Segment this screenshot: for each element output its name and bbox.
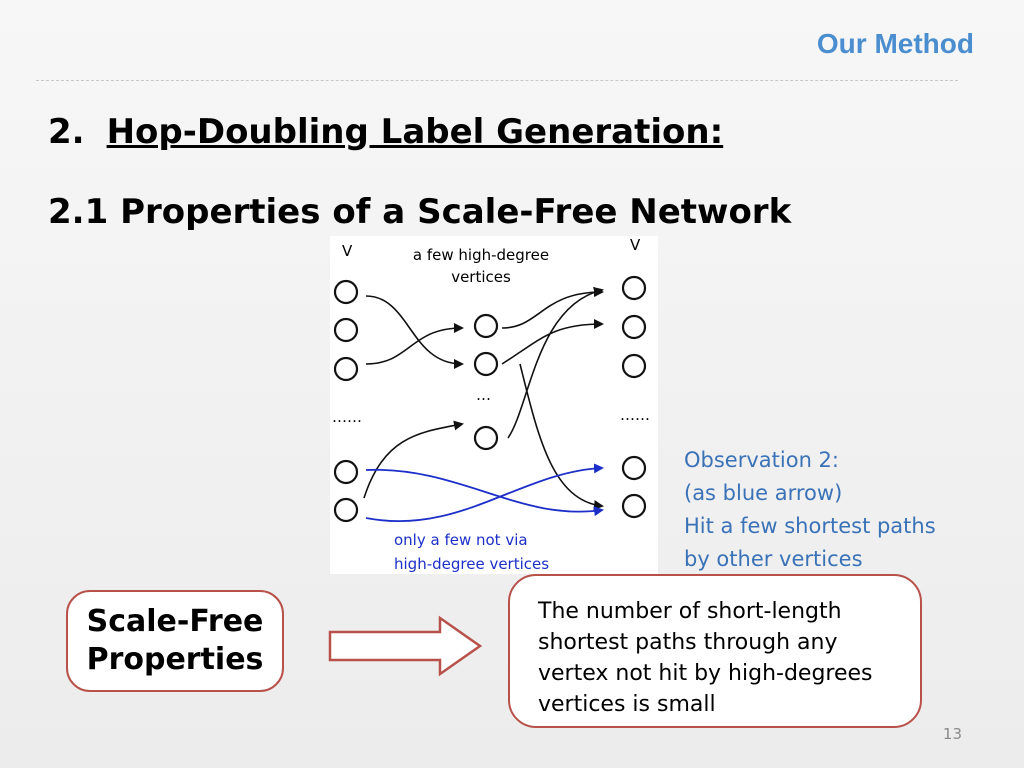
left-vertex-1 <box>333 279 359 305</box>
right-vertex-3 <box>621 353 647 379</box>
implication-arrow <box>328 614 484 682</box>
left-ellipsis: …… <box>332 408 362 426</box>
heading-title: Hop-Doubling Label Generation: <box>106 112 724 152</box>
description-text: The number of short-length shortest path… <box>538 599 873 717</box>
right-vertex-2 <box>621 314 647 340</box>
edge-left1-to-mid2 <box>365 295 464 369</box>
mid-vertex-3 <box>473 425 499 451</box>
blue-edge-left4-to-right5 <box>365 468 604 517</box>
observation-note: Observation 2: (as blue arrow) Hit a few… <box>684 444 936 576</box>
slide-subheading: 2.1 Properties of a Scale-Free Network <box>48 192 792 232</box>
bottom-caption-line2: high-degree vertices <box>394 555 550 573</box>
section-header: Our Method <box>816 28 974 59</box>
edge-left3-to-mid1 <box>365 323 464 365</box>
top-caption: a few high-degree vertices <box>408 246 554 286</box>
edge-mid1-to-right1 <box>501 287 604 329</box>
right-set-label: V <box>630 236 641 254</box>
blue-edge-left5-to-right4 <box>365 463 604 523</box>
right-vertex-4 <box>621 455 647 481</box>
network-diagram <box>333 275 647 523</box>
top-caption-line1: a few high-degree <box>412 246 550 264</box>
left-vertex-2 <box>333 317 359 343</box>
slide-heading: 2. Hop-Doubling Label Generation: <box>48 112 723 152</box>
bottom-caption-line1: only a few not via <box>394 531 528 549</box>
mid-vertex-1 <box>473 313 499 339</box>
edge-mid2-to-right5 <box>519 363 604 511</box>
edge-left4-to-mid3 <box>363 420 464 499</box>
top-caption-line2: vertices <box>451 268 511 286</box>
edge-mid3-to-right1 <box>507 287 604 439</box>
observation-line-3: Hit a few shortest paths <box>684 514 936 538</box>
sf-box-line-1: Scale-Free <box>86 604 264 639</box>
left-vertex-4 <box>333 459 359 485</box>
left-vertex-3 <box>333 356 359 382</box>
observation-line-2: (as blue arrow) <box>684 481 843 505</box>
description-box: The number of short-length shortest path… <box>508 574 922 728</box>
right-ellipsis: …… <box>620 406 650 424</box>
observation-line-1: Observation 2: <box>684 448 839 472</box>
mid-ellipsis: … <box>476 386 491 404</box>
scale-free-properties-box: Scale-Free Properties <box>66 590 284 692</box>
header-divider <box>36 80 958 81</box>
right-vertex-5 <box>621 493 647 519</box>
right-vertex-1 <box>621 275 647 301</box>
sf-box-line-2: Properties <box>86 642 264 677</box>
left-vertex-5 <box>333 497 359 523</box>
edge-mid2-to-right2 <box>501 319 604 365</box>
scale-free-network-figure: V V a few high-degree vertices … …… …… o… <box>330 236 658 574</box>
bottom-caption: only a few not via high-degree vertices <box>394 528 549 576</box>
observation-line-4: by other vertices <box>684 547 863 571</box>
heading-number: 2. <box>48 112 85 152</box>
mid-vertex-2 <box>473 351 499 377</box>
left-set-label: V <box>342 242 353 260</box>
right-arrow-icon <box>328 615 483 677</box>
page-number: 13 <box>942 725 962 743</box>
